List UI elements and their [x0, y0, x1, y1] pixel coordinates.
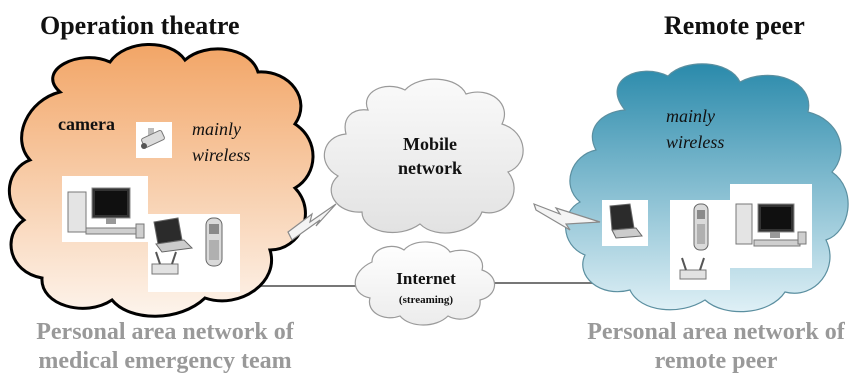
laptop-icon [602, 200, 648, 246]
laptop-icon [153, 217, 194, 253]
caption-right-line2: remote peer [655, 348, 778, 374]
internet-sublabel: (streaming) [399, 294, 454, 306]
heading-remote-peer: Remote peer [664, 11, 805, 40]
left-wireless-label-line2: wireless [192, 145, 250, 165]
caption-left-line2: medical emergency team [38, 348, 291, 374]
security-camera-icon [136, 122, 172, 158]
caption-left-line1: Personal area network of [36, 319, 295, 345]
internet-label: Internet [396, 269, 456, 288]
desktop-pc-icon [62, 176, 148, 242]
desktop-pc-icon [730, 184, 812, 268]
internet-cloud [354, 241, 496, 326]
lightning-link-icon [287, 203, 337, 241]
left-wireless-label-line1: mainly [192, 119, 241, 139]
speaker-icon [135, 223, 145, 239]
caption-right-line1: Personal area network of [587, 319, 846, 345]
mobile-network-label-line1: Mobile [403, 134, 457, 154]
mobile-network-label-line2: network [398, 158, 462, 178]
wireless-router-icon [679, 257, 707, 280]
heading-operation-theatre: Operation theatre [40, 11, 240, 40]
mobile-phone-icon [205, 217, 223, 267]
wireless-router-icon [151, 251, 179, 275]
right-wireless-label-line1: mainly [666, 106, 715, 126]
right-wireless-label-line2: wireless [666, 132, 724, 152]
mobile-network-cloud [323, 78, 524, 234]
lightning-link-icon [533, 202, 601, 231]
camera-label: camera [58, 114, 115, 134]
mobile-phone-icon [693, 203, 709, 251]
